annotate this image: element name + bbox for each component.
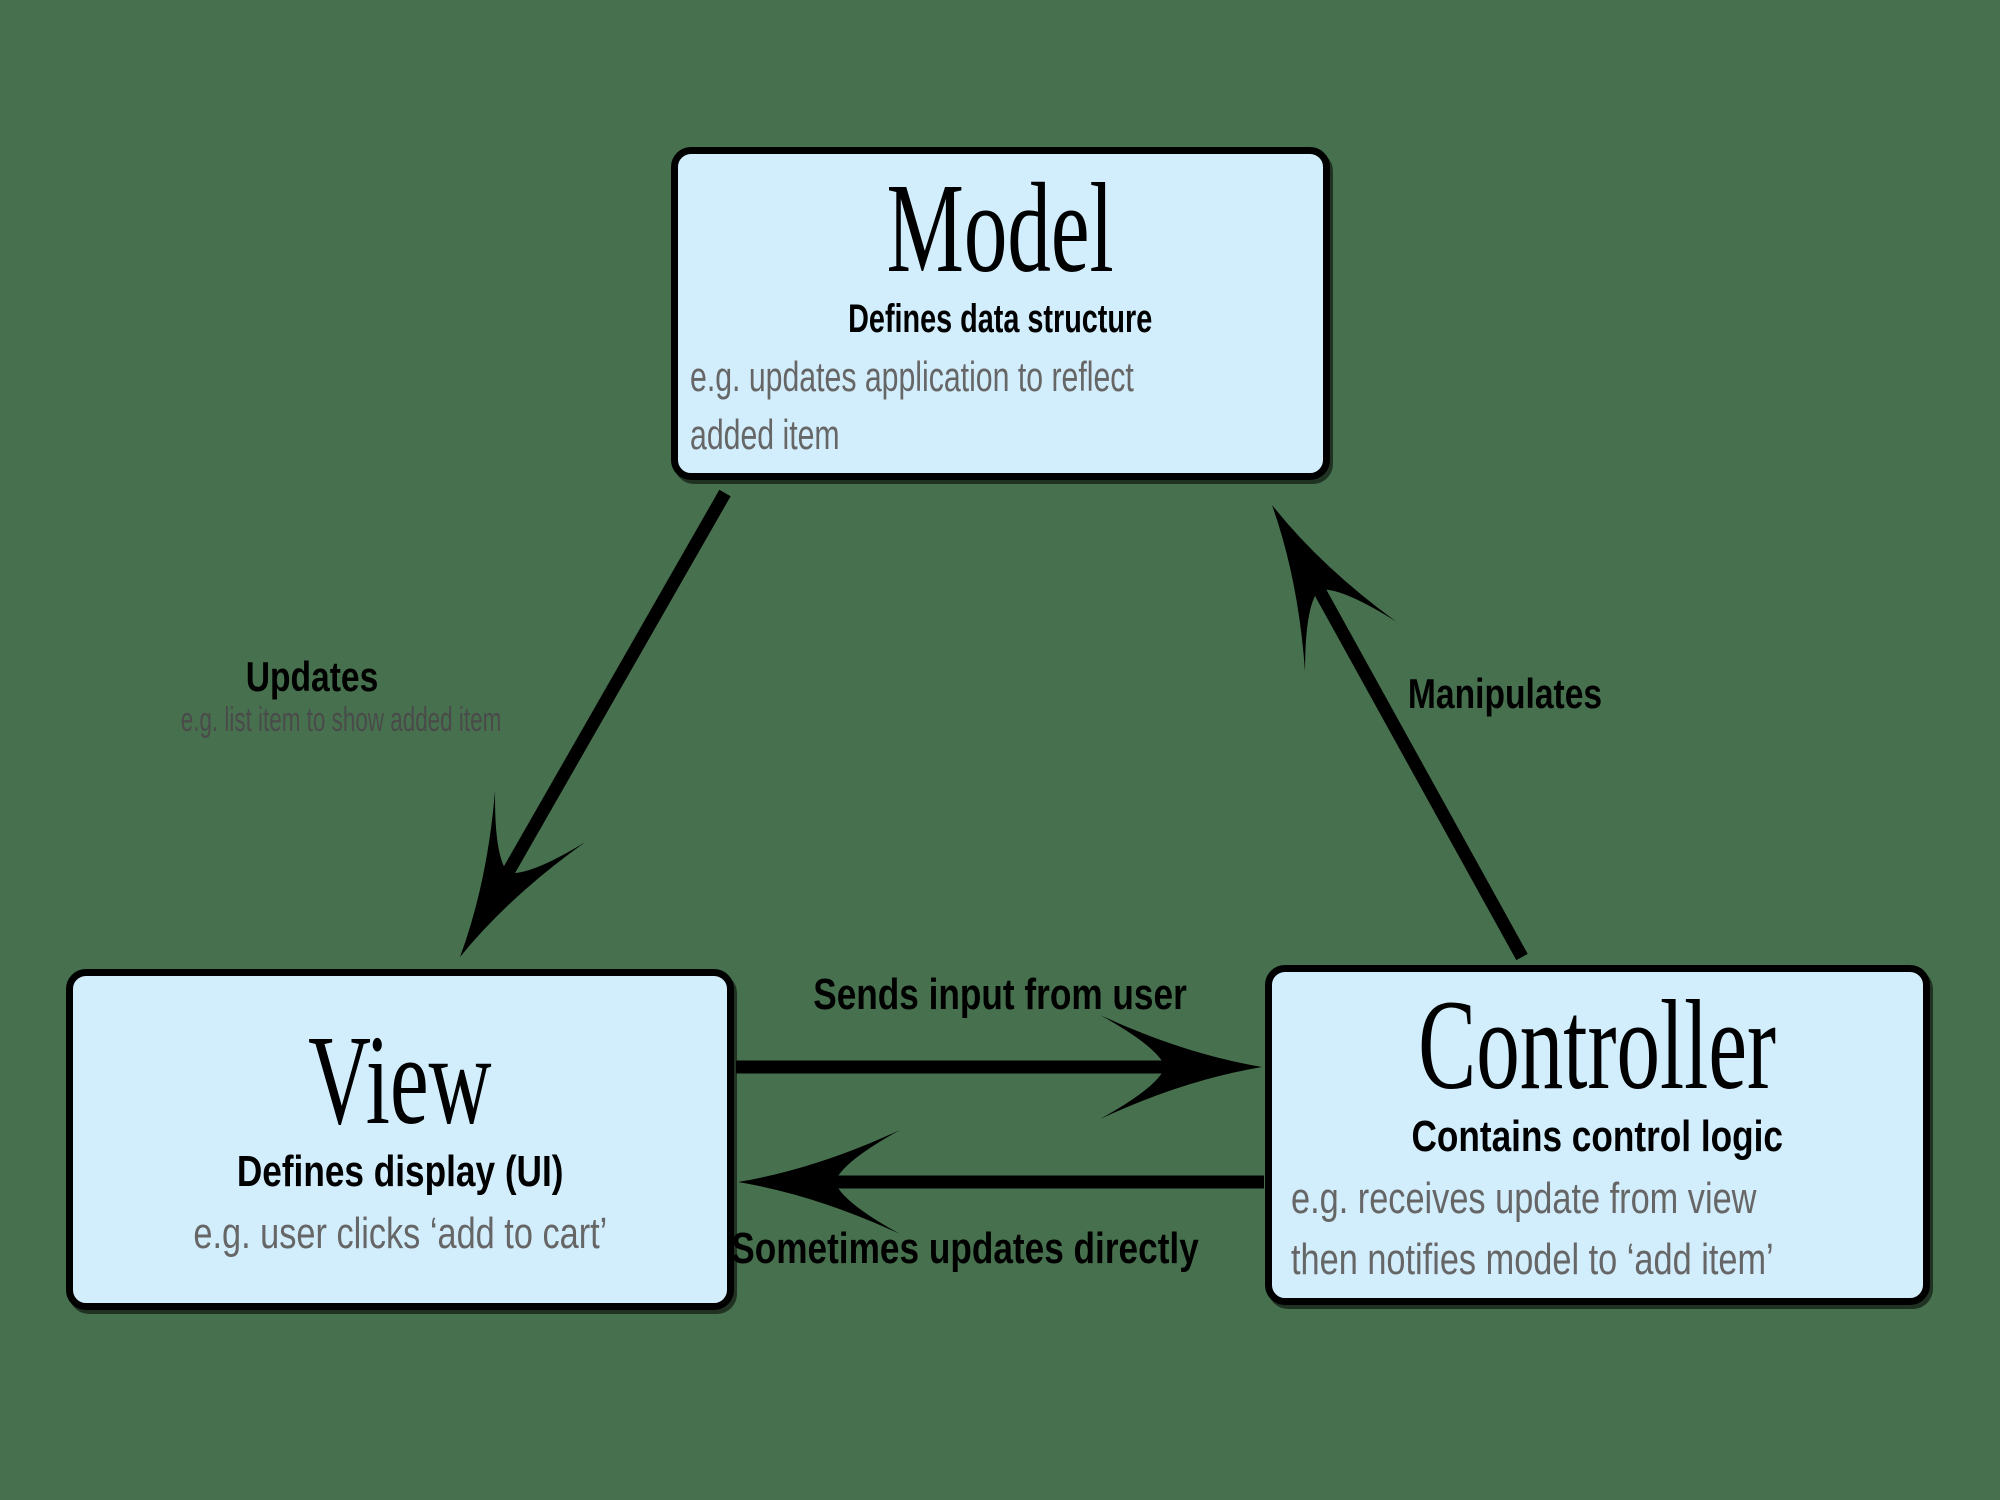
sends-input-label: Sends input from user — [813, 970, 1187, 1019]
controller-box: Controller Contains control logic e.g. r… — [1265, 965, 1930, 1305]
controller-subtitle: Contains control logic — [1411, 1112, 1784, 1162]
arrow-group — [414, 479, 1528, 1234]
arrow-controller-to-model-head — [1226, 479, 1397, 672]
updates-label: Updates — [245, 653, 379, 700]
view-title: View — [308, 1008, 492, 1151]
controller-title: Controller — [1418, 973, 1777, 1116]
model-subtitle: Defines data structure — [848, 296, 1153, 341]
manipulates-label: Manipulates — [1407, 670, 1603, 717]
view-box: View Defines display (UI) e.g. user clic… — [66, 969, 734, 1310]
view-subtitle: Defines display (UI) — [236, 1147, 564, 1197]
model-box: Model Defines data structure e.g. update… — [671, 147, 1330, 480]
arrow-model-to-view-line — [501, 489, 731, 878]
model-title: Model — [886, 157, 1115, 300]
updates-example-label: e.g. list item to show added item — [180, 701, 502, 739]
arrow-controller-to-model-line — [1312, 584, 1528, 961]
sometimes-updates-label: Sometimes updates directly — [731, 1224, 1199, 1273]
view-example: e.g. user clicks ‘add to cart’ — [193, 1208, 607, 1258]
arrow-model-to-view-head — [414, 790, 586, 983]
